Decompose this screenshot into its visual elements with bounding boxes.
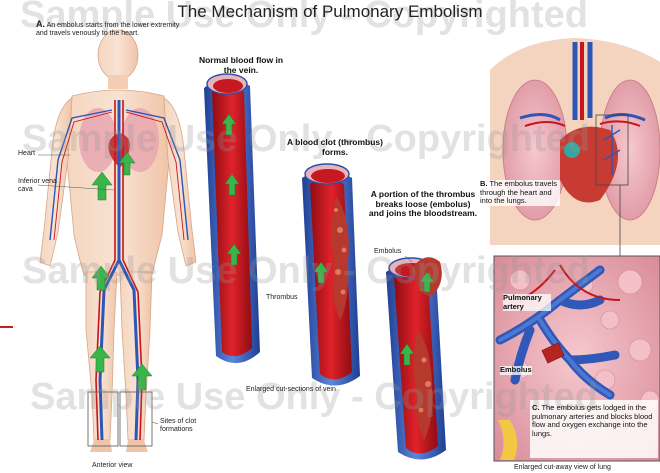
label-pulmonary-artery: Pulmonary artery bbox=[503, 294, 551, 311]
label-inferior-vena-cava: Inferior vena cava bbox=[18, 178, 58, 194]
panel-a-caption: A. An embolus starts from the lower extr… bbox=[36, 20, 186, 38]
label-normal-flow: Normal blood flow in the vein. bbox=[196, 56, 286, 75]
label-embolus-lung: Embolus bbox=[500, 366, 532, 375]
label-embolus-vein: Embolus bbox=[374, 248, 401, 256]
label-clot-sites: Sites of clot formations bbox=[160, 418, 220, 434]
panel-b-text: The embolus travels through the heart an… bbox=[480, 179, 557, 205]
label-heart: Heart bbox=[18, 150, 35, 158]
panel-a-text: An embolus starts from the lower extremi… bbox=[36, 22, 179, 37]
label-thrombus-breaks-loose: A portion of the thrombus breaks loose (… bbox=[368, 190, 478, 219]
label-thrombus: Thrombus bbox=[266, 294, 298, 302]
label-anterior-view: Anterior view bbox=[92, 462, 132, 470]
label-lung-caption: Enlarged cut-away view of lung bbox=[514, 464, 611, 472]
watermark-text: Sample Use Only - Copyrighted bbox=[30, 376, 598, 419]
label-vein-caption: Enlarged cut-sections of vein bbox=[246, 386, 336, 394]
label-clot-forms: A blood clot (thrombus) forms. bbox=[280, 138, 390, 157]
edge-marker bbox=[0, 326, 13, 328]
panel-c-text: The embolus gets lodged in the pulmonary… bbox=[532, 403, 652, 438]
panel-a-letter: A. bbox=[36, 19, 45, 29]
panel-b-caption: B. The embolus travels through the heart… bbox=[480, 180, 560, 206]
watermark-text: Sample Use Only - Copyrighted bbox=[22, 250, 590, 293]
page-title: The Mechanism of Pulmonary Embolism bbox=[0, 2, 660, 22]
panel-c-caption: C. The embolus gets lodged in the pulmon… bbox=[532, 404, 654, 438]
